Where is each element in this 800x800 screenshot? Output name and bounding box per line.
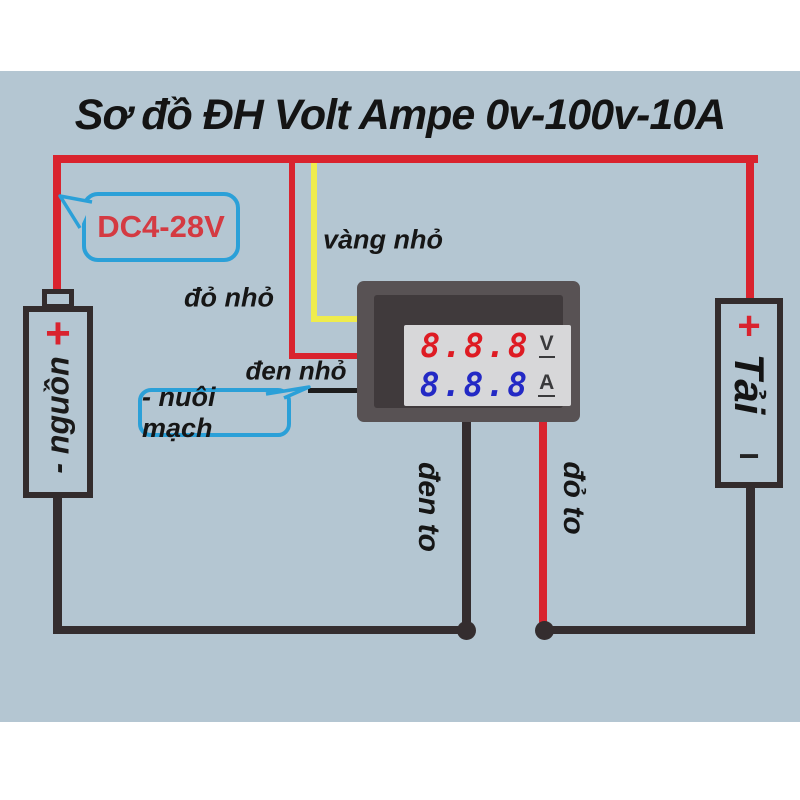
junction-dot-red — [535, 621, 554, 640]
wire-red-small-vertical — [289, 157, 295, 359]
source-battery-body — [23, 306, 93, 498]
load-label: Tải — [726, 353, 773, 415]
label-yellow-small-wire: vàng nhỏ — [323, 224, 443, 255]
wire-red-load-positive — [746, 155, 754, 305]
wire-load-negative-horizontal — [545, 626, 755, 634]
load-body — [715, 298, 783, 488]
amp-reading: 8.8.8 — [419, 365, 530, 404]
wire-source-negative-vertical — [53, 497, 62, 634]
meter-amp-row: 8.8.8 A — [404, 365, 571, 404]
meter-volt-row: 8.8.8 V — [404, 326, 571, 365]
volt-unit-label: V — [538, 333, 555, 358]
source-label: - nguồn — [39, 356, 76, 474]
wire-black-big — [462, 418, 471, 632]
label-black-small-wire: đen nhỏ — [245, 355, 347, 386]
callout-power-feed-tail — [265, 385, 311, 400]
wire-red-small-horizontal — [289, 353, 357, 359]
wire-yellow-small-vertical — [311, 163, 317, 322]
wire-source-negative-horizontal — [53, 626, 467, 634]
label-red-small-wire: đỏ nhỏ — [184, 282, 274, 313]
callout-power-feed: - nuôi mạch — [138, 382, 291, 443]
load-plus-sign: + — [737, 304, 761, 348]
callout-power-feed-text: - nuôi mạch — [142, 381, 216, 443]
callout-voltage-range: DC4-28V — [82, 192, 240, 262]
wire-red-source-positive — [53, 155, 61, 292]
callout-voltage-range-tail — [58, 194, 93, 229]
source-plus-sign: + — [45, 309, 71, 358]
volt-reading: 8.8.8 — [420, 326, 530, 365]
label-red-big-wire: đỏ to — [557, 461, 590, 535]
meter-bezel: 8.8.8 V 8.8.8 A — [374, 295, 571, 408]
wire-red-top-rail — [53, 155, 758, 163]
wire-yellow-small-horizontal — [311, 316, 357, 322]
label-black-big-wire: đen to — [412, 462, 445, 552]
callout-voltage-range-text: DC4-28V — [97, 209, 225, 244]
amp-unit-label: A — [538, 372, 556, 397]
load-minus-sign: − — [738, 435, 760, 476]
volt-amp-meter: 8.8.8 V 8.8.8 A — [357, 281, 580, 422]
wire-red-big — [539, 418, 547, 632]
wire-load-negative-vertical — [746, 487, 755, 634]
meter-display: 8.8.8 V 8.8.8 A — [404, 325, 571, 406]
wire-black-small — [308, 388, 358, 393]
junction-dot-black — [457, 621, 476, 640]
diagram-title: Sơ đồ ĐH Volt Ampe 0v-100v-10A — [74, 91, 726, 139]
